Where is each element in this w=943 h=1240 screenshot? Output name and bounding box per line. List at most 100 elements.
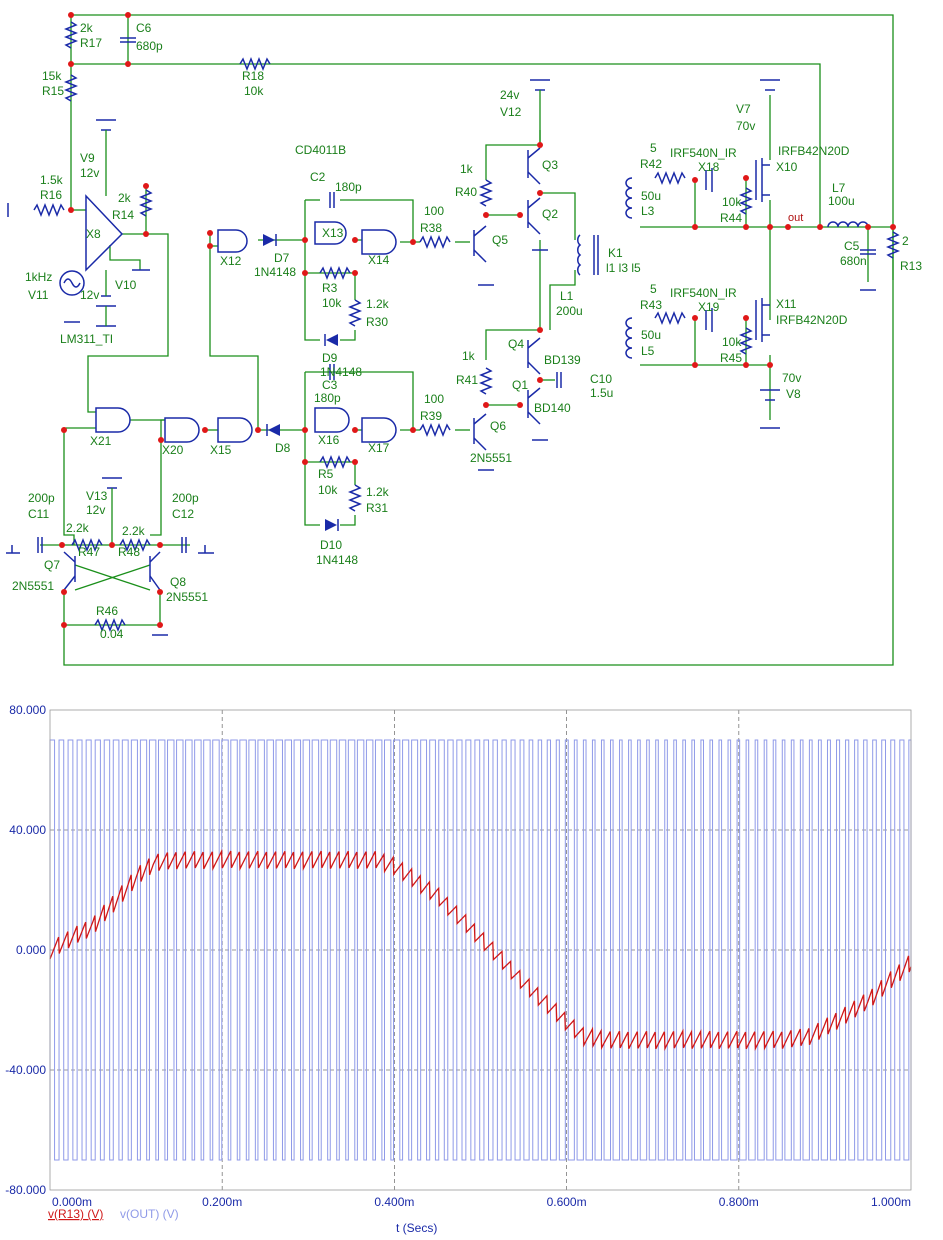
svg-text:Q6: Q6 bbox=[490, 419, 506, 433]
mosfet-x18 bbox=[705, 168, 713, 192]
svg-text:180p: 180p bbox=[335, 180, 362, 194]
mosfet-x11 bbox=[755, 298, 770, 342]
svg-text:out: out bbox=[788, 212, 803, 224]
legend-vr13: v(R13) (V) bbox=[48, 1207, 103, 1221]
svg-text:R16: R16 bbox=[40, 188, 62, 202]
svg-text:X19: X19 bbox=[698, 300, 720, 314]
resistor-r44 bbox=[738, 187, 754, 215]
svg-text:1N4148: 1N4148 bbox=[316, 553, 358, 567]
resistor-r41 bbox=[478, 367, 494, 395]
resistor-r48 bbox=[119, 537, 151, 553]
diode-d8 bbox=[266, 424, 280, 436]
nand-x21 bbox=[95, 407, 131, 433]
svg-text:V13: V13 bbox=[86, 489, 108, 503]
svg-text:R48: R48 bbox=[118, 545, 140, 559]
svg-text:V10: V10 bbox=[115, 278, 137, 292]
svg-text:12v: 12v bbox=[80, 288, 99, 302]
legend-vout: v(OUT) (V) bbox=[120, 1207, 179, 1221]
resistor-r5 bbox=[319, 454, 351, 470]
resistor-r18 bbox=[239, 56, 271, 72]
y-tick-label: 40.000 bbox=[9, 823, 46, 837]
svg-text:2k: 2k bbox=[80, 21, 94, 35]
svg-text:LM311_TI: LM311_TI bbox=[60, 332, 113, 346]
transistor-q6 bbox=[473, 413, 487, 451]
svg-text:X8: X8 bbox=[86, 227, 101, 241]
svg-text:200p: 200p bbox=[28, 491, 55, 505]
svg-text:680n: 680n bbox=[840, 254, 867, 268]
y-tick-label: 0.000 bbox=[16, 943, 46, 957]
svg-text:X16: X16 bbox=[318, 433, 340, 447]
schematic-labels: 2k R17 C6 680p 15k R15 R18 10k 1.5k R16 … bbox=[12, 21, 922, 641]
schematic-wires bbox=[40, 14, 894, 666]
supply-v12 bbox=[530, 79, 550, 120]
ground-symbols bbox=[6, 203, 876, 636]
nand-x20 bbox=[164, 417, 200, 443]
svg-text:R40: R40 bbox=[455, 185, 477, 199]
svg-text:100u: 100u bbox=[828, 194, 855, 208]
svg-text:5: 5 bbox=[650, 282, 657, 296]
svg-text:X20: X20 bbox=[162, 443, 184, 457]
inductor-l7 bbox=[827, 221, 869, 228]
x-tick-label: 0.600m bbox=[547, 1195, 587, 1209]
svg-text:BD140: BD140 bbox=[534, 401, 571, 415]
supply-v8 bbox=[760, 389, 780, 429]
svg-text:IRF540N_IR: IRF540N_IR bbox=[670, 286, 737, 300]
circuit-schematic: 2k R17 C6 680p 15k R15 R18 10k 1.5k R16 … bbox=[6, 12, 922, 666]
svg-text:2: 2 bbox=[902, 234, 909, 248]
svg-text:R30: R30 bbox=[366, 315, 388, 329]
svg-text:R38: R38 bbox=[420, 221, 442, 235]
nand-x13 bbox=[314, 221, 347, 245]
svg-text:R15: R15 bbox=[42, 84, 64, 98]
inductor-l1 bbox=[577, 234, 582, 276]
svg-text:Q1: Q1 bbox=[512, 378, 528, 392]
transistor-q4 bbox=[527, 337, 541, 375]
x-axis-label: t (Secs) bbox=[396, 1221, 437, 1235]
svg-text:L3: L3 bbox=[641, 204, 655, 218]
svg-text:R41: R41 bbox=[456, 373, 478, 387]
svg-text:50u: 50u bbox=[641, 189, 661, 203]
resistor-r46 bbox=[94, 617, 126, 633]
x-tick-label: 0.200m bbox=[202, 1195, 242, 1209]
nand-x17 bbox=[361, 417, 397, 443]
resistor-r42 bbox=[654, 170, 686, 186]
svg-text:5: 5 bbox=[650, 141, 657, 155]
x-tick-label: 0.000m bbox=[52, 1195, 92, 1209]
svg-text:2N5551: 2N5551 bbox=[166, 590, 208, 604]
svg-text:L5: L5 bbox=[641, 344, 655, 358]
diode-d7 bbox=[263, 234, 277, 246]
svg-text:15k: 15k bbox=[42, 69, 62, 83]
svg-text:2N5551: 2N5551 bbox=[470, 451, 512, 465]
inductor-l5 bbox=[625, 317, 633, 359]
svg-text:X17: X17 bbox=[368, 441, 390, 455]
resistor-r45 bbox=[738, 327, 754, 355]
svg-text:1kHz: 1kHz bbox=[25, 270, 52, 284]
resistor-r38 bbox=[419, 234, 451, 250]
transistor-q8 bbox=[149, 551, 161, 591]
supply-v10 bbox=[96, 270, 116, 327]
supply-v13 bbox=[102, 477, 122, 520]
svg-text:R14: R14 bbox=[112, 208, 134, 222]
svg-text:1k: 1k bbox=[462, 349, 476, 363]
svg-text:R5: R5 bbox=[318, 467, 334, 481]
resistor-r17 bbox=[63, 21, 79, 49]
resistor-r15 bbox=[63, 74, 79, 102]
svg-text:R46: R46 bbox=[96, 604, 118, 618]
diode-d9 bbox=[324, 334, 338, 346]
series-vr13 bbox=[49, 848, 912, 1052]
series-vout bbox=[49, 739, 912, 1161]
svg-text:Q2: Q2 bbox=[542, 207, 558, 221]
resistor-r14 bbox=[138, 189, 154, 217]
svg-text:CD4011B: CD4011B bbox=[295, 143, 346, 157]
svg-text:180p: 180p bbox=[314, 391, 341, 405]
svg-text:1.5u: 1.5u bbox=[590, 386, 613, 400]
svg-text:V7: V7 bbox=[736, 102, 751, 116]
svg-text:1k: 1k bbox=[460, 162, 474, 176]
supply-v9 bbox=[96, 119, 116, 196]
x-tick-label: 0.400m bbox=[374, 1195, 414, 1209]
svg-text:50u: 50u bbox=[641, 328, 661, 342]
supply-v7 bbox=[760, 79, 780, 91]
capacitor-c6 bbox=[120, 37, 136, 43]
resistor-r40 bbox=[478, 179, 494, 207]
opamp-x8 bbox=[85, 194, 124, 272]
svg-text:l1 l3 l5: l1 l3 l5 bbox=[606, 261, 641, 275]
